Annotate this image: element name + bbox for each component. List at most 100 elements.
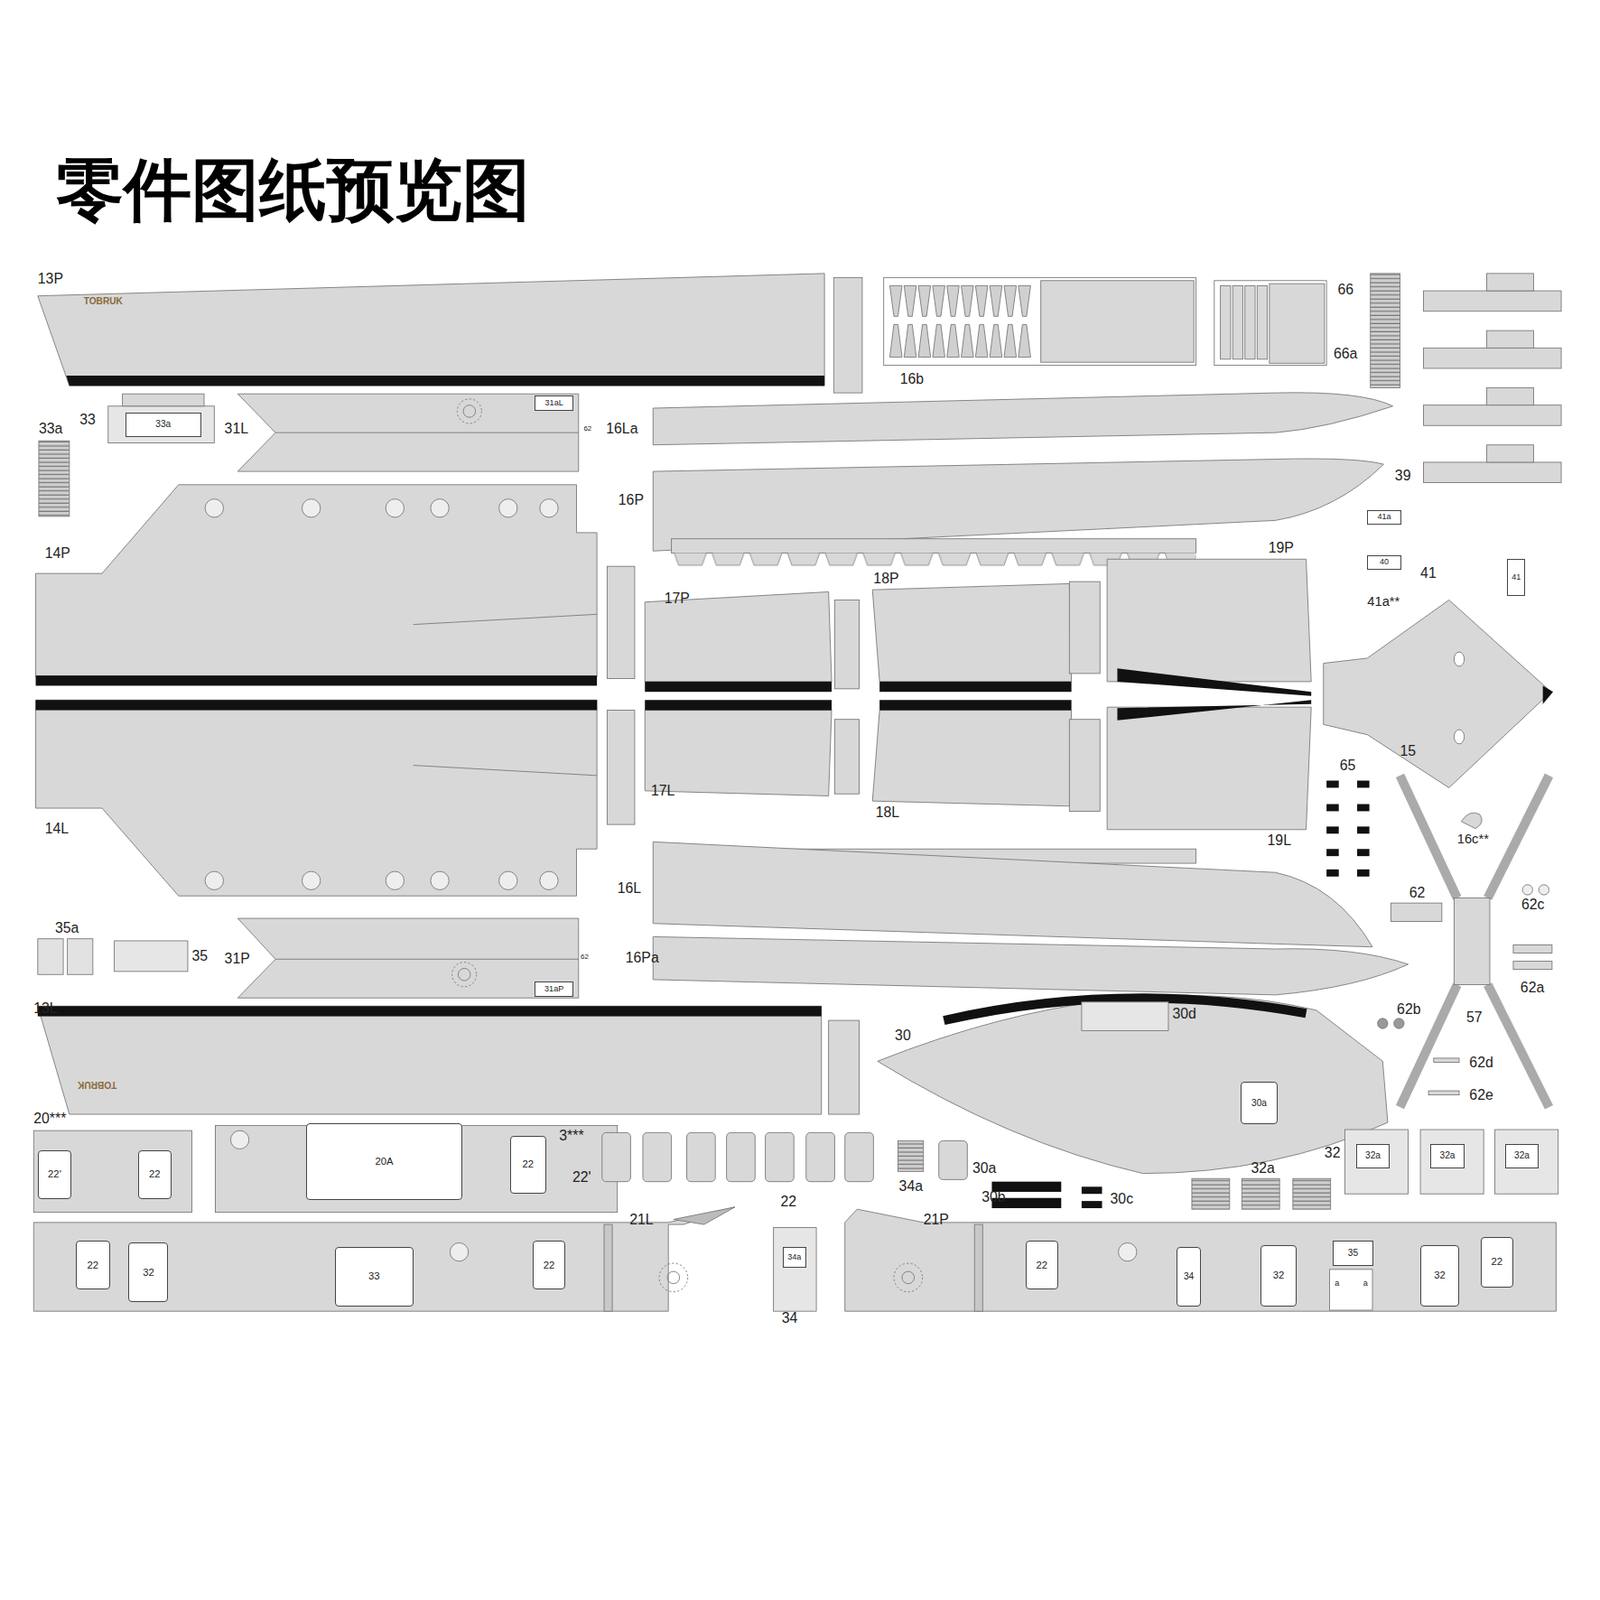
part-number: 22' — [572, 1170, 592, 1185]
part-window: 22' — [37, 1150, 72, 1200]
part-number: 13L — [33, 1001, 57, 1016]
part-number: 21P — [923, 1212, 949, 1228]
part-number: 32 — [1324, 1145, 1341, 1161]
part-number: 30c — [1110, 1191, 1135, 1207]
part-window: 33a — [125, 412, 202, 438]
part-code: 32 — [1273, 1270, 1285, 1281]
part-window: 41 — [1506, 558, 1526, 596]
part-code: 32 — [142, 1267, 155, 1278]
part-code: 31aP — [544, 985, 564, 994]
part-window: 32 — [1420, 1245, 1460, 1307]
part-window: 32a — [1430, 1144, 1464, 1169]
part-number: 41a** — [1367, 595, 1400, 609]
part-number: 62e — [1469, 1088, 1493, 1103]
part-number: 66a — [1333, 346, 1358, 362]
part-window: 22 — [532, 1240, 566, 1290]
part-number: 41 — [1420, 566, 1437, 581]
part-window: 32a — [1505, 1144, 1539, 1169]
part-code: 22' — [47, 1169, 62, 1180]
part-code: 40 — [1379, 558, 1389, 567]
part-number: 21L — [629, 1212, 653, 1228]
part-code: 20A — [374, 1156, 393, 1167]
part-window: 22 — [1025, 1240, 1059, 1290]
part-number: 62 — [580, 953, 589, 961]
part-number: 65 — [1339, 758, 1357, 773]
part-code: 41a — [1376, 512, 1391, 521]
part-code: 22 — [543, 1260, 556, 1271]
part-number: 19L — [1267, 833, 1292, 848]
part-number: 18L — [875, 805, 900, 820]
part-number: a — [1334, 1279, 1340, 1288]
part-number: 32a — [1251, 1161, 1275, 1176]
part-window: 22 — [138, 1150, 172, 1200]
part-code: 32 — [1433, 1270, 1446, 1281]
sheet-title: 零件图纸预览图 — [55, 153, 531, 228]
part-window: 34a — [782, 1246, 807, 1268]
part-number: 35 — [191, 948, 208, 964]
part-window: 22 — [75, 1240, 111, 1290]
part-code: 32a — [1514, 1151, 1530, 1161]
part-code: 22 — [522, 1159, 535, 1170]
part-code: 33 — [368, 1271, 381, 1282]
part-number: 31L — [224, 421, 249, 437]
part-number: 18P — [873, 571, 899, 587]
part-number: 16L — [617, 881, 642, 896]
part-number: 66 — [1338, 282, 1355, 298]
part-window: 35 — [1332, 1240, 1374, 1266]
part-window: 31aP — [534, 981, 574, 997]
part-number: 34a — [899, 1179, 923, 1194]
part-number: 16La — [605, 421, 638, 437]
part-code: 34 — [1183, 1272, 1194, 1282]
part-code: 22 — [148, 1169, 161, 1180]
part-number: 31P — [224, 951, 251, 967]
part-number: 16P — [618, 493, 644, 508]
part-number: 62 — [1409, 885, 1426, 901]
part-code: 33a — [155, 419, 171, 429]
part-number: 30a — [972, 1161, 996, 1176]
part-window: 22 — [1480, 1237, 1514, 1289]
part-number: 3*** — [558, 1128, 584, 1144]
part-window: 32a — [1356, 1144, 1390, 1169]
part-number: 62b — [1396, 1002, 1421, 1017]
part-number: a — [1363, 1279, 1368, 1288]
part-window: 22 — [510, 1135, 547, 1194]
part-number: 13P — [37, 271, 64, 287]
part-window: 20A — [306, 1123, 463, 1200]
part-code: 32a — [1440, 1151, 1456, 1161]
part-number: 16Pa — [625, 950, 660, 966]
part-number: 39 — [1395, 468, 1412, 484]
part-code: 41 — [1511, 573, 1521, 582]
part-number: 33a — [38, 421, 63, 437]
part-code: 32a — [1365, 1151, 1381, 1161]
part-code: 35 — [1348, 1248, 1359, 1258]
part-window: 30a — [1240, 1081, 1278, 1125]
part-number: 57 — [1466, 1010, 1483, 1025]
hull-name: TOBRUK — [83, 297, 123, 307]
part-code: 31aL — [545, 399, 564, 408]
part-number: 14L — [45, 821, 69, 837]
part-number: 20*** — [33, 1111, 66, 1126]
part-number: 15 — [1400, 744, 1417, 759]
part-number: 22 — [781, 1194, 798, 1210]
part-number: 30 — [894, 1028, 912, 1043]
part-window: 32 — [1260, 1245, 1298, 1307]
part-code: 22 — [87, 1260, 100, 1271]
part-number: 62 — [583, 425, 592, 433]
part-window: 33 — [334, 1246, 414, 1307]
part-number: 62a — [1520, 980, 1545, 996]
part-code: 34a — [787, 1253, 801, 1262]
part-number: 19P — [1268, 540, 1294, 556]
part-number: 17P — [664, 591, 690, 606]
part-number: 16c** — [1457, 832, 1489, 847]
part-number: 34 — [781, 1311, 799, 1326]
part-window: 34 — [1176, 1246, 1201, 1307]
part-window: 40 — [1367, 555, 1401, 570]
part-number: 17L — [651, 783, 675, 799]
part-number: 30d — [1172, 1006, 1196, 1022]
part-code: 30a — [1251, 1098, 1267, 1108]
part-window: 31aL — [534, 395, 574, 411]
part-number: 35a — [55, 920, 79, 936]
hull-name: TOBRUK — [77, 1079, 117, 1089]
part-number: 62d — [1469, 1055, 1493, 1070]
